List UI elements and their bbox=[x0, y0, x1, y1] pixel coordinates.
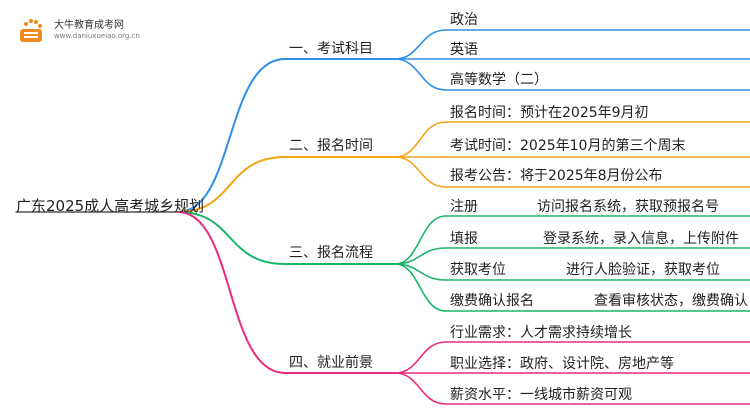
leaf-get-seat-detail: 进行人脸验证，获取考位 bbox=[566, 262, 720, 278]
leaf-announcement: 报考公告：将于2025年8月份公布 bbox=[450, 168, 663, 184]
logo-url: www.daniuxueiao.org.cn bbox=[54, 32, 140, 40]
branch-connector-1 bbox=[177, 156, 286, 213]
leaf-connector-3-0 bbox=[394, 341, 447, 374]
leaf-connector-3-2 bbox=[394, 372, 447, 405]
branch-label-registration-process: 三、报名流程 bbox=[289, 245, 373, 261]
branch-label-career-prospects: 四、就业前景 bbox=[289, 355, 373, 371]
site-logo: 大牛教育成考网 www.daniuxueiao.org.cn bbox=[16, 14, 156, 48]
leaf-fill-in-detail: 登录系统，录入信息，上传附件 bbox=[543, 231, 739, 247]
leaf-salary: 薪资水平：一线城市薪资可观 bbox=[450, 387, 632, 403]
leaf-career-choice: 职业选择：政府、设计院、房地产等 bbox=[450, 356, 674, 372]
leaf-exam-time: 考试时间：2025年10月的第三个周末 bbox=[450, 138, 686, 154]
book-logo-icon bbox=[20, 19, 42, 42]
leaf-english: 英语 bbox=[450, 42, 478, 58]
leaf-fill-in: 填报 bbox=[450, 231, 478, 247]
leaf-connector-1-0 bbox=[394, 121, 447, 158]
leaf-connector-0-0 bbox=[394, 29, 447, 60]
branch-label-registration-time: 二、报名时间 bbox=[289, 138, 373, 154]
leaf-registration-time: 报名时间：预计在2025年9月初 bbox=[450, 105, 649, 121]
leaf-connector-1-2 bbox=[394, 156, 447, 188]
leaf-get-seat: 获取考位 bbox=[450, 262, 506, 278]
leaf-register-detail: 访问报名系统，获取预报名号 bbox=[537, 199, 719, 215]
leaf-industry-demand: 行业需求：人才需求持续增长 bbox=[450, 325, 632, 341]
leaf-connector-0-2 bbox=[394, 58, 447, 91]
leaf-pay-confirm: 缴费确认报名 bbox=[450, 293, 534, 309]
leaf-register: 注册 bbox=[450, 199, 478, 215]
root-topic: 广东2025成人高考城乡规划 bbox=[16, 197, 205, 215]
leaf-politics: 政治 bbox=[450, 12, 478, 28]
leaf-pay-confirm-detail: 查看审核状态，缴费确认 bbox=[594, 293, 748, 309]
branch-connector-0 bbox=[177, 58, 286, 213]
logo-title: 大牛教育成考网 bbox=[54, 20, 124, 31]
branch-label-exam-subjects: 一、考试科目 bbox=[289, 41, 373, 57]
leaf-connector-2-3 bbox=[394, 263, 447, 312]
branch-connector-2 bbox=[177, 211, 286, 265]
leaf-connector-2-0 bbox=[394, 215, 447, 265]
branch-connector-3 bbox=[177, 211, 286, 374]
leaf-connector-2-1 bbox=[394, 247, 447, 265]
leaf-advanced-math: 高等数学（二） bbox=[450, 72, 548, 88]
